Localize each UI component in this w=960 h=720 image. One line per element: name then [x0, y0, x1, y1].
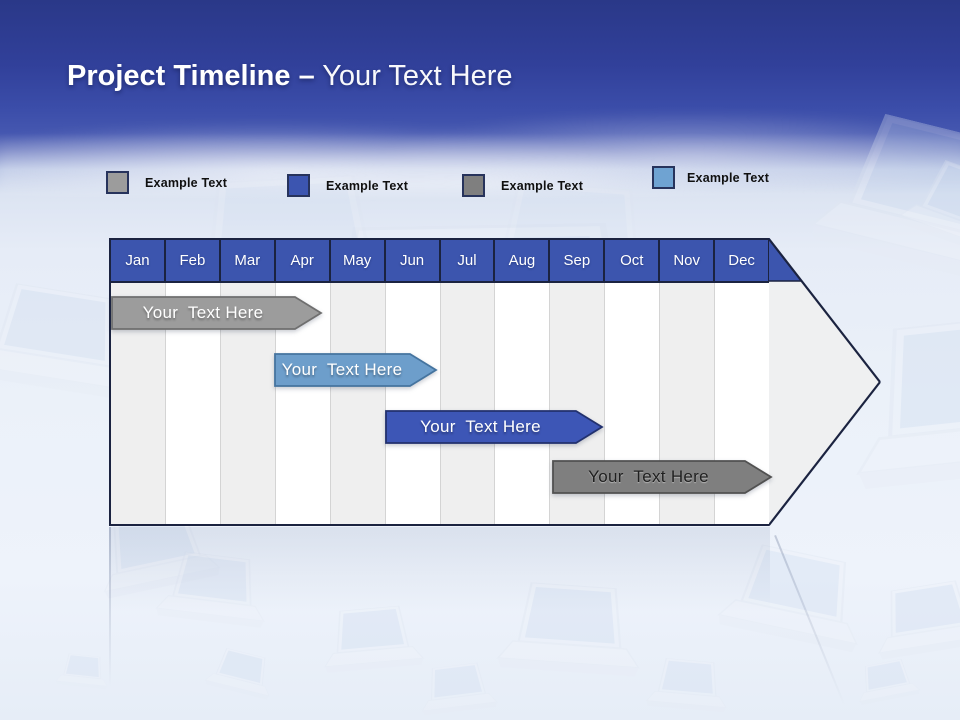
legend-item: Example Text — [652, 166, 769, 189]
bar-label: Your Text Here — [588, 467, 709, 486]
laptop-watermark — [53, 652, 112, 696]
month-cell: Jun — [385, 240, 441, 281]
month-cell: Jan — [111, 240, 166, 281]
bar-arrow-shape — [111, 296, 323, 330]
month-column — [495, 283, 551, 524]
arrowhead-body — [769, 238, 880, 526]
legend-item: Example Text — [462, 174, 583, 197]
legend-color-swatch — [462, 174, 485, 197]
bar-arrow-shape — [385, 410, 604, 444]
laptop-watermark — [866, 577, 960, 674]
timeline-bar: Your Text Here — [111, 296, 323, 330]
month-cell: Aug — [495, 240, 551, 281]
bar-label: Your Text Here — [420, 417, 541, 436]
legend-label: Example Text — [145, 175, 228, 190]
legend-item: Example Text — [106, 171, 227, 194]
bar-arrow-shape — [274, 353, 438, 387]
laptop-watermark — [317, 604, 428, 686]
timeline-bar: Your Text Here — [385, 410, 604, 444]
legend-label: Example Text — [687, 170, 770, 185]
title-dash: – — [298, 60, 315, 92]
title-bold: Project Timeline — [67, 60, 291, 92]
month-cell: May — [330, 240, 386, 281]
month-column — [330, 283, 386, 524]
laptop-watermark — [200, 644, 280, 708]
timeline-arrowhead — [769, 238, 881, 526]
timeline-bar: Your Text Here — [274, 353, 438, 387]
month-column — [440, 283, 496, 524]
legend-color-swatch — [106, 171, 129, 194]
laptop-watermark — [643, 656, 733, 720]
month-cell: Feb — [165, 240, 221, 281]
legend-item: Example Text — [287, 174, 408, 197]
legend-color-swatch — [652, 166, 675, 189]
month-cell: Mar — [220, 240, 276, 281]
month-cell: Dec — [715, 240, 771, 281]
month-cell: Sep — [550, 240, 606, 281]
timeline-bar: Your Text Here — [552, 460, 773, 494]
bar-label: Your Text Here — [142, 303, 264, 322]
reflection-left-line — [109, 527, 111, 687]
month-cell: Nov — [660, 240, 716, 281]
table-reflection — [109, 527, 770, 612]
month-cell: Apr — [275, 240, 331, 281]
legend-label: Example Text — [326, 178, 409, 193]
legend-label: Example Text — [501, 178, 584, 193]
title-subtext: Your Text Here — [322, 60, 513, 92]
month-column — [385, 283, 441, 524]
page-title: Project Timeline – Your Text Here — [67, 60, 512, 93]
bar-arrow-shape — [552, 460, 773, 494]
month-cell: Jul — [440, 240, 496, 281]
month-cell: Oct — [605, 240, 661, 281]
laptop-watermark — [415, 660, 501, 720]
laptop-watermark — [851, 656, 923, 713]
reflection-slant-line — [774, 535, 846, 706]
legend-color-swatch — [287, 174, 310, 197]
bar-label: Your Text Here — [281, 360, 403, 379]
